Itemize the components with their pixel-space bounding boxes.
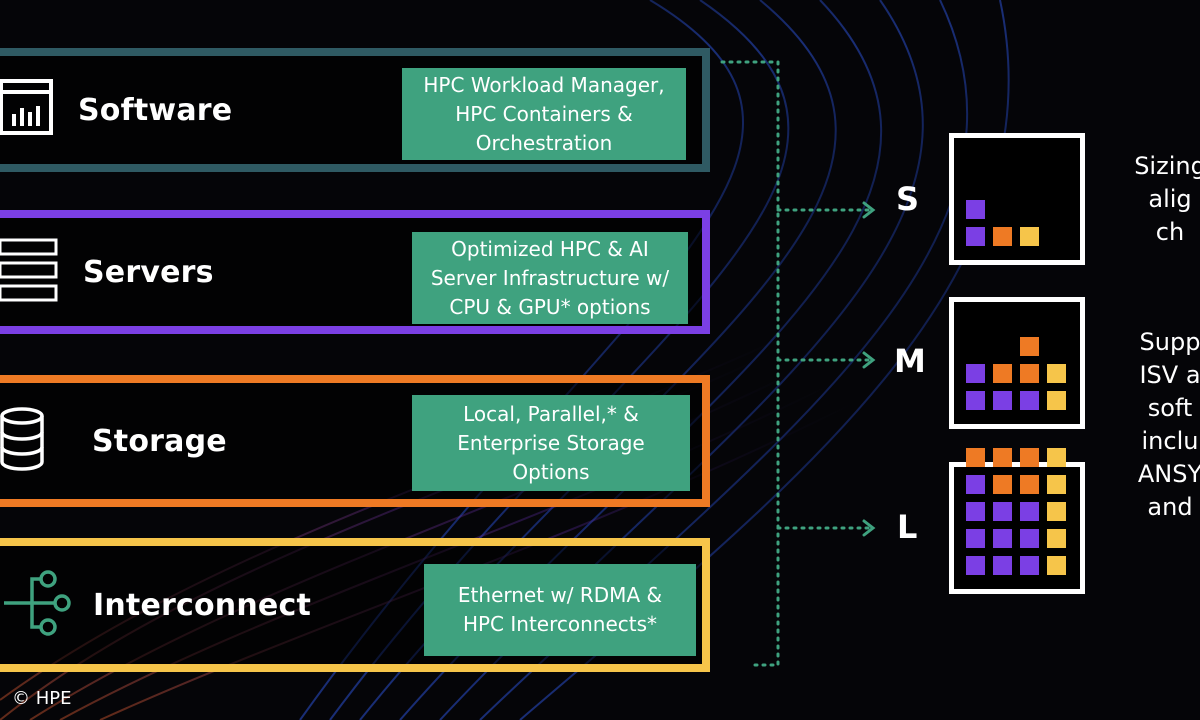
side-text-line: and [1147,493,1193,521]
tier-cell [1020,475,1039,494]
detail-storage: Local, Parallel,* & Enterprise Storage O… [412,395,690,491]
tier-cell [1047,364,1066,383]
detail-line: CPU & GPU* options [449,294,651,319]
row-software: Software HPC Workload Manager, HPC Conta… [0,48,710,172]
tier-cell [993,227,1012,246]
tier-cell [966,475,985,494]
tier-cell [993,529,1012,548]
tier-box-l [949,448,1085,594]
side-text-line: alig [1148,185,1192,213]
detail-line: HPC Workload Manager, [423,72,665,97]
tier-cell [993,502,1012,521]
side-text-support: Supp ISV a soft inclu ANSY and [1100,326,1200,524]
side-text-sizing: Sizing alig ch [1100,150,1200,249]
tier-cell [966,448,985,467]
detail-line: Optimized HPC & AI [451,236,649,261]
side-text-line: ANSY [1137,460,1200,488]
tier-box-m [949,297,1085,429]
side-text-line: Supp [1139,328,1200,356]
detail-interconnect: Ethernet w/ RDMA & HPC Interconnects* [424,564,696,656]
tier-cell [1020,227,1039,246]
tier-cell [966,391,985,410]
tier-cell [1020,502,1039,521]
row-label-software: Software [78,92,233,128]
detail-line: Server Infrastructure w/ [430,265,670,290]
row-label-interconnect: Interconnect [93,587,311,623]
side-text-line: ch [1155,218,1185,246]
tier-cell [966,556,985,575]
detail-servers: Optimized HPC & AI Server Infrastructure… [412,232,688,324]
tier-letter-m: M [894,342,926,380]
tier-cell [1047,391,1066,410]
side-text-line: Sizing [1134,152,1200,180]
side-text-line: ISV a [1139,361,1200,389]
tier-cell [1020,529,1039,548]
tier-cell [993,475,1012,494]
row-interconnect: Interconnect Ethernet w/ RDMA & HPC Inte… [0,538,710,672]
row-label-storage: Storage [92,423,227,459]
tier-cell [966,227,985,246]
detail-line: Local, Parallel,* & [463,401,639,426]
tier-cell [1020,391,1039,410]
server-rack-icon [0,237,60,307]
detail-line: Options [512,459,590,484]
database-icon [0,406,50,476]
tier-letter-s: S [896,180,920,218]
detail-line: Orchestration [475,130,613,155]
detail-software: HPC Workload Manager, HPC Containers & O… [402,68,686,160]
row-servers: Servers Optimized HPC & AI Server Infras… [0,210,710,334]
tier-cell [1020,556,1039,575]
detail-line: HPC Interconnects* [462,612,658,636]
tier-cell [1020,364,1039,383]
tier-cell [966,364,985,383]
tier-cell [1047,556,1066,575]
tier-cell [993,391,1012,410]
network-node-icon [4,568,74,642]
copyright: © HPE [12,688,72,709]
tier-cell [1020,448,1039,467]
tier-cell [1020,337,1039,356]
tier-cell [966,529,985,548]
detail-line: Enterprise Storage [457,430,645,455]
row-storage: Storage Local, Parallel,* & Enterprise S… [0,375,710,507]
row-label-servers: Servers [83,254,214,290]
software-monitor-icon [0,78,56,142]
tier-cell [966,200,985,219]
tier-cell [1047,448,1066,467]
side-text-line: soft [1147,394,1193,422]
side-text-line: inclu [1141,427,1199,455]
tier-cell [993,448,1012,467]
detail-line: HPC Containers & [455,101,633,126]
tier-letter-l: L [897,508,918,546]
tier-box-s [949,133,1085,265]
tier-cell [1047,502,1066,521]
tier-cell [966,502,985,521]
tier-cell [993,364,1012,383]
tier-cell [993,556,1012,575]
tier-cell [1047,475,1066,494]
tier-cell [1047,529,1066,548]
detail-line: Ethernet w/ RDMA & [457,583,663,607]
